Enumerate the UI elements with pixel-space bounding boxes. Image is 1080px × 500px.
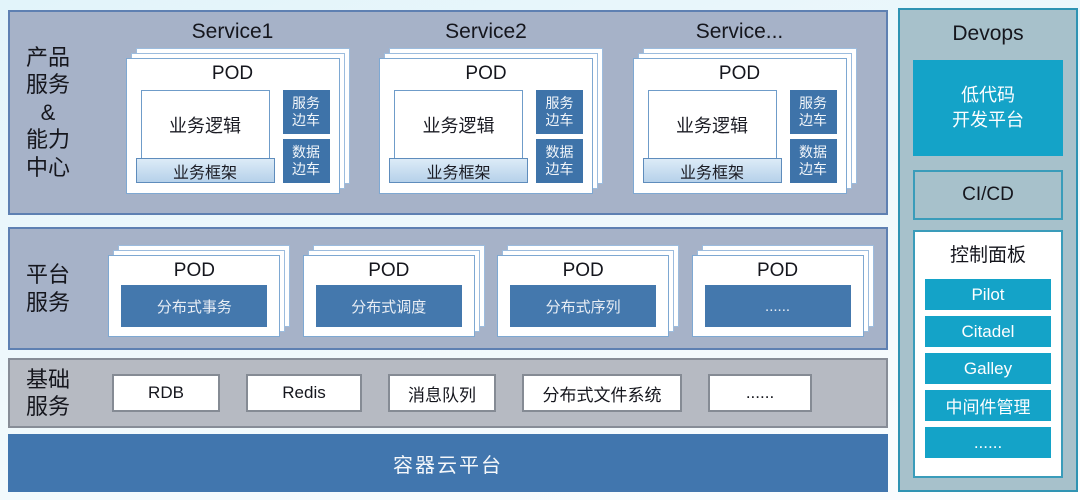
distributed-scheduling-box: 分布式调度: [315, 285, 462, 327]
citadel-button: Citadel: [925, 316, 1051, 347]
service-title: Service1: [191, 20, 274, 43]
distributed-transaction-box: 分布式事务: [121, 285, 268, 327]
business-framework-box: 业务框架: [642, 158, 782, 183]
service-group-1: Service1 POD 业务逻辑 业务框架 服务 边车 数据 边车: [125, 20, 350, 194]
pod-title: POD: [173, 260, 215, 281]
pod-body: 业务逻辑 业务框架 服务 边车 数据 边车: [380, 85, 592, 193]
infra-more-box: ......: [708, 374, 812, 412]
pod-body: 业务逻辑 业务框架 服务 边车 数据 边车: [634, 85, 846, 193]
platform-services-row: 平台 服务 POD 分布式事务 POD 分布式调度 POD 分布式序列: [8, 227, 888, 350]
pod-card: POD 分布式调度: [302, 255, 475, 337]
pod-title: POD: [718, 63, 761, 84]
business-framework-box: 业务框架: [135, 158, 275, 183]
sidecar-column: 服务 边车 数据 边车: [536, 90, 583, 183]
service-title: Service2: [445, 20, 527, 43]
pod-title: POD: [465, 63, 507, 84]
pod-card: POD 业务逻辑 业务框架 服务 边车 数据 边车: [379, 58, 593, 194]
business-logic-box: 业务逻辑: [140, 90, 270, 159]
business-framework-box: 业务框架: [389, 158, 528, 183]
product-services-row: 产品 服务 & 能力 中心 Service1 POD 业务逻辑 业务框架 服务 …: [8, 10, 888, 215]
infra-services-row: 基础 服务 RDB Redis 消息队列 分布式文件系统 ......: [8, 358, 888, 428]
control-panel-buttons: Pilot Citadel Galley 中间件管理 ......: [925, 273, 1051, 464]
pod-card: POD 业务逻辑 业务框架 服务 边车 数据 边车: [125, 58, 340, 194]
middleware-management-button: 中间件管理: [925, 390, 1051, 421]
lowcode-platform-box: 低代码 开发平台: [913, 60, 1063, 156]
logic-column: 业务逻辑 业务框架: [642, 90, 782, 183]
platform-pod-stack-4: POD ......: [691, 245, 874, 337]
container-cloud-bar: 容器云平台: [8, 434, 888, 492]
distributed-sequence-box: 分布式序列: [510, 285, 657, 327]
infra-row-label: 基础 服务: [25, 366, 70, 420]
service-sidecar-box: 服务 边车: [536, 90, 583, 134]
pod-stack: POD 业务逻辑 业务框架 服务 边车 数据 边车: [125, 48, 350, 194]
service-sidecar-box: 服务 边车: [282, 90, 330, 134]
service-title: Service...: [695, 20, 784, 43]
devops-panel: Devops 低代码 开发平台 CI/CD 控制面板 Pilot Citadel…: [898, 8, 1078, 492]
cicd-box: CI/CD: [913, 170, 1063, 220]
pod-title: POD: [368, 260, 410, 281]
pod-title: POD: [756, 260, 799, 281]
data-sidecar-box: 数据 边车: [282, 139, 330, 183]
logic-column: 业务逻辑 业务框架: [135, 90, 275, 183]
platform-pod-stack-1: POD 分布式事务: [108, 245, 291, 337]
infra-boxes-area: RDB Redis 消息队列 分布式文件系统 ......: [86, 360, 886, 426]
pod-stack: POD 业务逻辑 业务框架 服务 边车 数据 边车: [632, 48, 857, 194]
service-group-3: Service... POD 业务逻辑 业务框架 服务 边车 数据 边车: [632, 20, 857, 194]
platform-row-label: 平台 服务: [25, 262, 70, 315]
pod-card: POD 业务逻辑 业务框架 服务 边车 数据 边车: [632, 58, 847, 194]
control-panel-title: 控制面板: [949, 245, 1026, 266]
business-logic-box: 业务逻辑: [647, 90, 777, 159]
pod-title: POD: [562, 260, 604, 281]
platform-pod-stack-2: POD 分布式调度: [302, 245, 485, 337]
service-groups-area: Service1 POD 业务逻辑 业务框架 服务 边车 数据 边车: [86, 12, 886, 213]
pilot-button: Pilot: [925, 279, 1051, 310]
pod-body: 业务逻辑 业务框架 服务 边车 数据 边车: [127, 85, 339, 193]
sidecar-column: 服务 边车 数据 边车: [282, 90, 330, 183]
platform-pods-area: POD 分布式事务 POD 分布式调度 POD 分布式序列 POD: [86, 229, 886, 348]
product-row-label: 产品 服务 & 能力 中心: [25, 44, 70, 180]
control-panel-more-button: ......: [925, 427, 1051, 458]
pod-title: POD: [211, 63, 254, 84]
container-cloud-label: 容器云平台: [393, 454, 503, 477]
pod-stack: POD 业务逻辑 业务框架 服务 边车 数据 边车: [379, 48, 603, 194]
control-panel: 控制面板 Pilot Citadel Galley 中间件管理 ......: [913, 230, 1063, 478]
data-sidecar-box: 数据 边车: [789, 139, 837, 183]
redis-box: Redis: [246, 374, 362, 412]
rdb-box: RDB: [112, 374, 220, 412]
message-queue-box: 消息队列: [388, 374, 496, 412]
data-sidecar-box: 数据 边车: [536, 139, 583, 183]
pod-card: POD 分布式事务: [108, 255, 281, 337]
sidecar-column: 服务 边车 数据 边车: [789, 90, 837, 183]
service-group-2: Service2 POD 业务逻辑 业务框架 服务 边车 数据 边车: [379, 20, 603, 194]
platform-pod-stack-3: POD 分布式序列: [497, 245, 680, 337]
pod-card: POD 分布式序列: [497, 255, 670, 337]
service-sidecar-box: 服务 边车: [789, 90, 837, 134]
business-logic-box: 业务逻辑: [394, 90, 523, 159]
platform-more-box: ......: [704, 285, 851, 327]
logic-column: 业务逻辑 业务框架: [389, 90, 528, 183]
distributed-file-system-box: 分布式文件系统: [522, 374, 682, 412]
devops-title: Devops: [952, 22, 1024, 45]
pod-card: POD ......: [691, 255, 864, 337]
galley-button: Galley: [925, 353, 1051, 384]
